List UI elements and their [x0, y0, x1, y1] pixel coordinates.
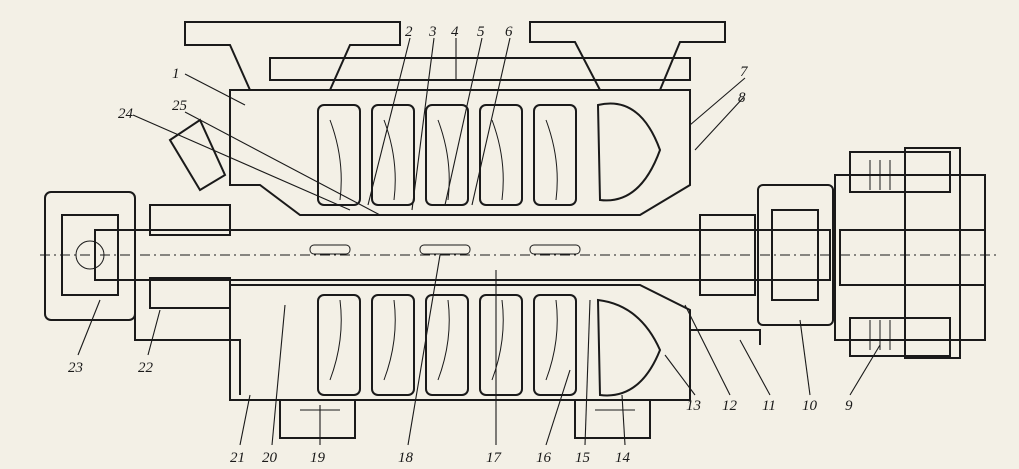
callout-23: 23	[68, 360, 83, 376]
callout-5: 5	[477, 24, 485, 40]
callout-11: 11	[762, 398, 776, 414]
callout-25: 25	[172, 98, 188, 114]
callout-3: 3	[428, 24, 437, 40]
callout-17: 17	[486, 450, 503, 466]
callout-20: 20	[262, 450, 278, 466]
coupling	[834, 147, 986, 359]
callout-9: 9	[845, 398, 853, 414]
callout-4: 4	[451, 24, 459, 40]
callout-22: 22	[138, 360, 154, 376]
callout-24: 24	[118, 106, 134, 122]
callout-13: 13	[686, 398, 701, 414]
callout-16: 16	[536, 450, 552, 466]
callout-15: 15	[575, 450, 591, 466]
callout-8: 8	[738, 90, 746, 106]
callout-14: 14	[615, 450, 631, 466]
right-bearing	[690, 184, 834, 345]
callout-12: 12	[722, 398, 738, 414]
shaft	[40, 229, 1000, 281]
callouts-top: 1 2 3 4 5 6 7 8	[172, 24, 749, 106]
casing	[184, 21, 726, 439]
callout-18: 18	[398, 450, 414, 466]
callout-21: 21	[230, 450, 245, 466]
stages	[317, 102, 662, 397]
callouts-left: 24 25	[118, 98, 188, 122]
callouts-bottom: 23 22 21 20 19 18 17 16 15 14 13 12 11 1…	[68, 360, 853, 466]
callout-19: 19	[310, 450, 326, 466]
callout-7: 7	[740, 64, 749, 80]
left-bearing	[44, 118, 241, 395]
callout-6: 6	[505, 24, 513, 40]
callout-10: 10	[802, 398, 818, 414]
callout-1: 1	[172, 66, 180, 82]
callout-2: 2	[405, 24, 413, 40]
leader-lines	[77, 37, 881, 446]
